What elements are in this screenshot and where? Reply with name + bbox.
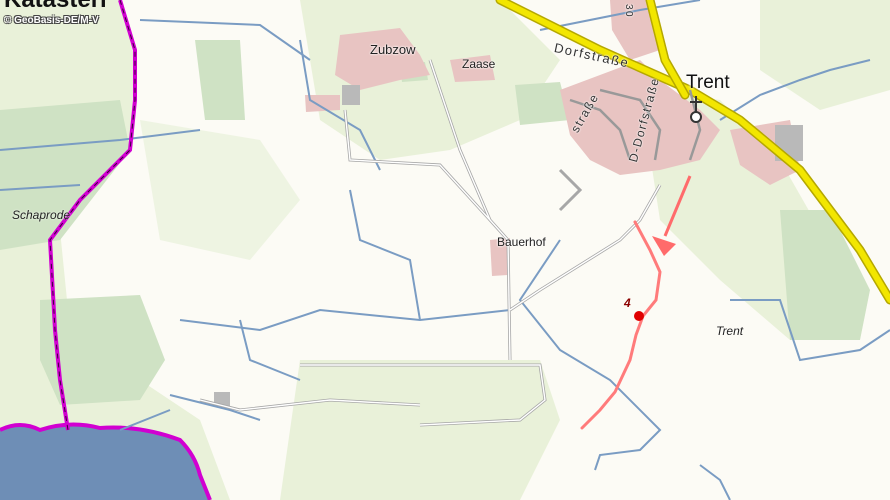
lake-shore-boundary xyxy=(0,422,212,500)
map-title: Katasteri xyxy=(4,0,107,14)
location-marker-icon[interactable] xyxy=(634,311,644,321)
place-schaprode: Schaprode xyxy=(12,208,71,222)
place-bauerhof: Bauerhof xyxy=(497,235,546,249)
copyright-notice: © GeoBasis-DE/M-V xyxy=(4,15,99,26)
place-zaase: Zaase xyxy=(462,57,496,71)
administrative-boundary xyxy=(47,0,137,431)
main-road xyxy=(495,0,890,305)
place-trent-town: Trent xyxy=(686,72,730,93)
place-trent-area: Trent xyxy=(716,324,744,338)
minor-roads-fill xyxy=(199,59,661,426)
road-number-label: 30 xyxy=(623,4,634,19)
route-arrow-icon xyxy=(652,175,692,256)
church-icon xyxy=(690,96,702,123)
forest-areas xyxy=(0,40,870,405)
hiking-trail xyxy=(580,220,662,430)
place-zubzow: Zubzow xyxy=(370,42,416,57)
marker-label: 4 xyxy=(624,296,631,310)
village-streets xyxy=(569,88,702,161)
lake xyxy=(0,424,210,500)
